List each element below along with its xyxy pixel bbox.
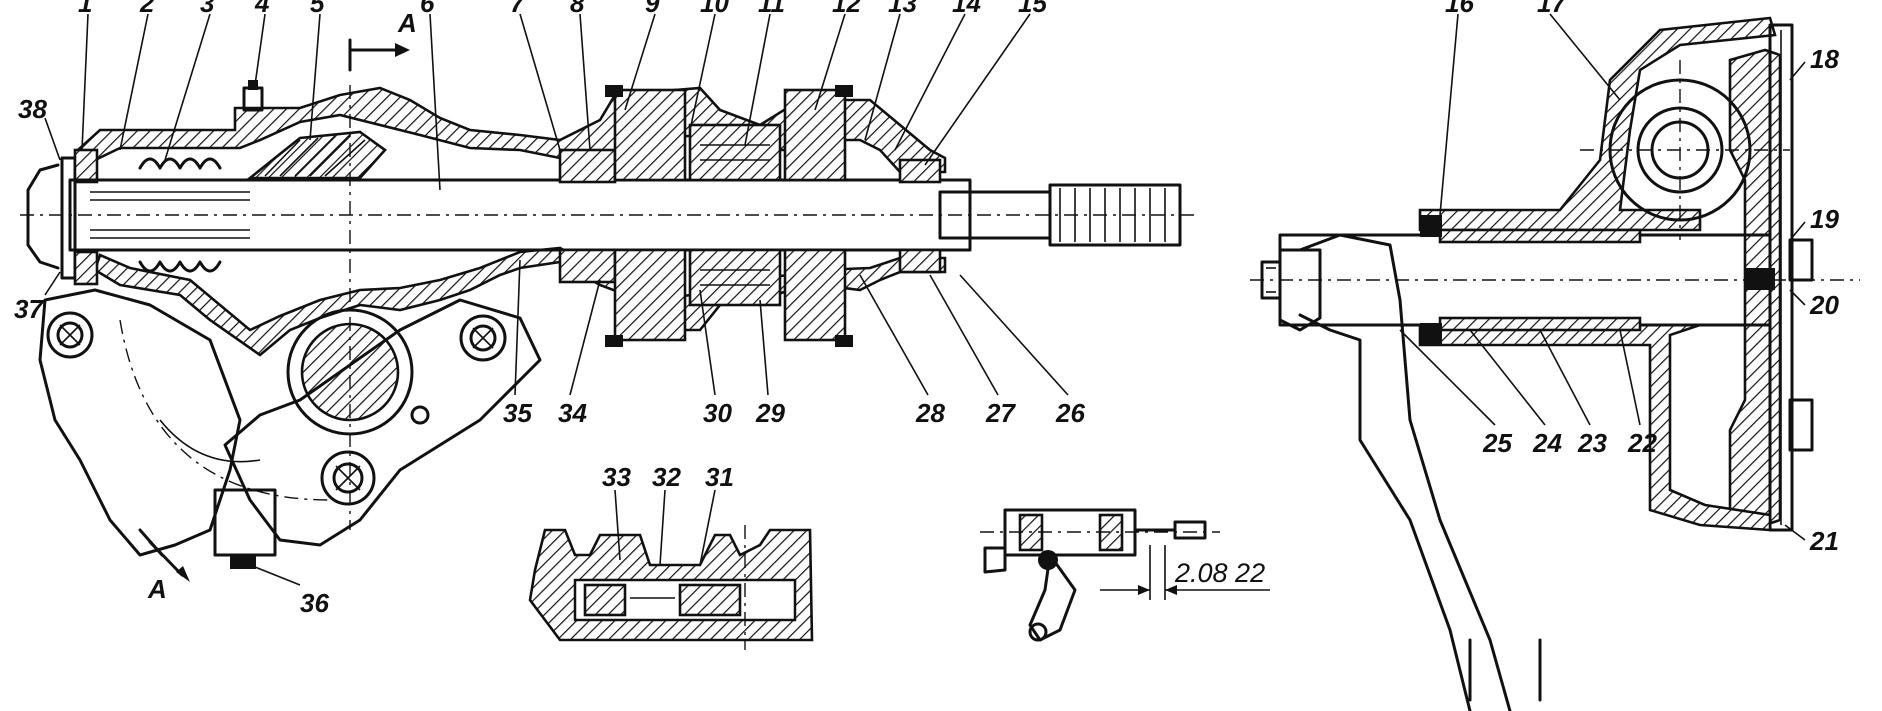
callout-3: 3	[200, 0, 215, 18]
callout-10: 10	[700, 0, 729, 18]
callout-17: 17	[1537, 0, 1567, 18]
output-spline-teeth	[1059, 188, 1166, 242]
callout-32: 32	[652, 462, 681, 492]
section-letter-top: A	[397, 8, 417, 38]
callout-14: 14	[952, 0, 981, 18]
callout-2: 2	[139, 0, 155, 18]
callout-labels: 1 2 3 4 5 6 7 8 9 10 11 12 13 14 15 16 1…	[14, 0, 1839, 618]
callout-5: 5	[310, 0, 325, 18]
callout-38: 38	[18, 94, 47, 124]
mounting-bolts	[46, 311, 507, 506]
central-gear-pack	[605, 85, 853, 347]
output-spline	[1048, 183, 1182, 247]
callout-21: 21	[1809, 526, 1839, 556]
callout-20: 20	[1809, 290, 1839, 320]
callout-35: 35	[503, 398, 532, 428]
callout-25: 25	[1482, 428, 1512, 458]
section-letter-bottom: A	[147, 574, 167, 604]
callout-27: 27	[985, 398, 1016, 428]
callout-30: 30	[703, 398, 732, 428]
callout-29: 29	[755, 398, 785, 428]
callout-23: 23	[1577, 428, 1607, 458]
main-assembly-section: A A	[20, 8, 1195, 604]
leader-lines	[44, 13, 1806, 586]
detail-section-31-33	[528, 525, 814, 650]
callout-18: 18	[1810, 44, 1839, 74]
callout-22: 22	[1627, 428, 1657, 458]
bevel-gear-teeth	[264, 135, 366, 177]
callout-26: 26	[1055, 398, 1085, 428]
callout-12: 12	[832, 0, 861, 18]
callout-6: 6	[420, 0, 435, 18]
callout-31: 31	[705, 462, 734, 492]
callout-4: 4	[254, 0, 270, 18]
callout-15: 15	[1018, 0, 1047, 18]
callout-13: 13	[888, 0, 917, 18]
callout-8: 8	[570, 0, 585, 18]
linkage-detail: 2.08 22	[980, 508, 1270, 642]
lever-nut	[1260, 260, 1282, 300]
dimension-label: 2.08 22	[1174, 558, 1265, 588]
callout-11: 11	[758, 0, 785, 18]
bevel-gear	[246, 130, 387, 180]
callout-16: 16	[1445, 0, 1474, 18]
callout-37: 37	[14, 294, 44, 324]
callout-24: 24	[1532, 428, 1562, 458]
worm-coils	[138, 157, 222, 273]
callout-7: 7	[510, 0, 526, 18]
callout-9: 9	[645, 0, 660, 18]
callout-19: 19	[1810, 204, 1839, 234]
shaft-spline-left	[90, 191, 250, 239]
drum-assembly	[1250, 16, 1860, 711]
callout-34: 34	[558, 398, 587, 428]
callout-1: 1	[78, 0, 92, 18]
section-arrow-top: A	[348, 8, 417, 72]
callout-33: 33	[602, 462, 631, 492]
callout-36: 36	[300, 588, 329, 618]
section-arrow-bottom: A	[138, 528, 190, 604]
callout-28: 28	[915, 398, 945, 428]
